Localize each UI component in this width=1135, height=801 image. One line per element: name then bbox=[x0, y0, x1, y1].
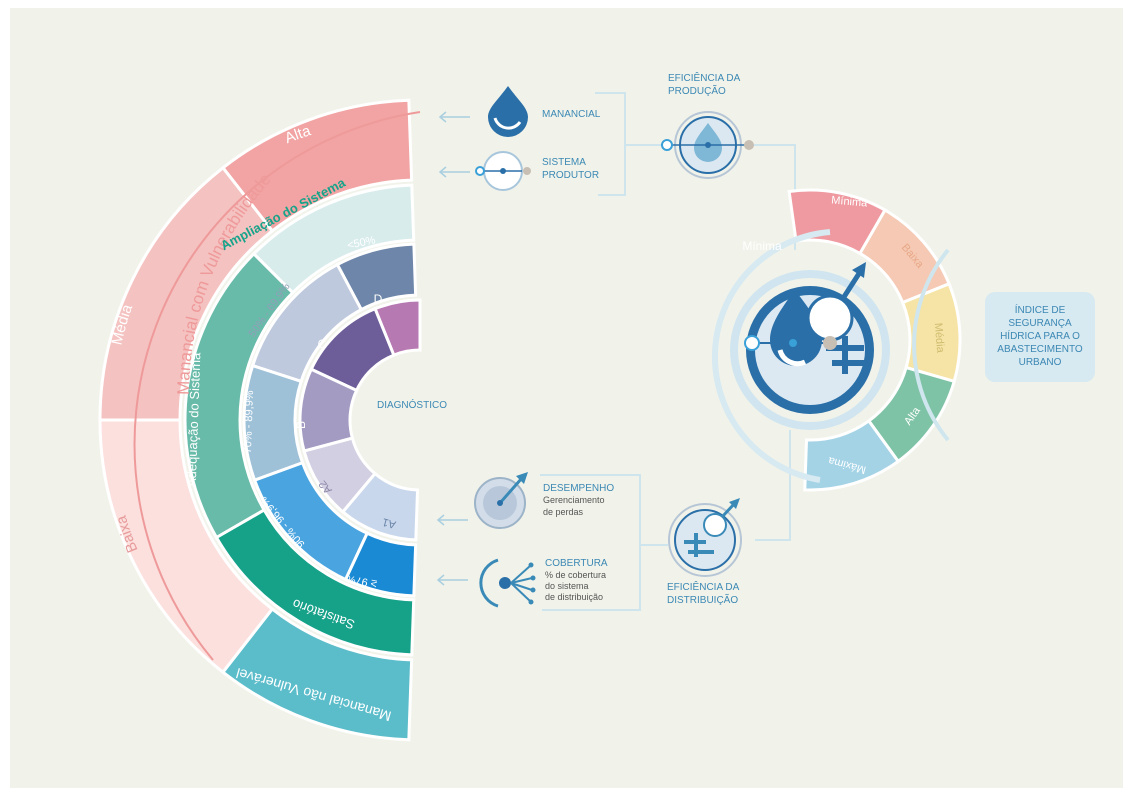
class-label-d: D bbox=[374, 292, 383, 306]
class-segment-a1 bbox=[340, 471, 420, 542]
cobertura-icon bbox=[479, 558, 536, 608]
outer-segment-media bbox=[98, 165, 275, 422]
coverage-segment-lt50 bbox=[335, 242, 418, 312]
diagnostic-title: DIAGNÓSTICO bbox=[377, 398, 447, 411]
index-center-icon bbox=[730, 262, 890, 430]
coverage-label-97: ≥ 97% bbox=[345, 572, 378, 589]
system-segment-adequacao bbox=[183, 251, 295, 540]
index-segment-maxima bbox=[803, 418, 901, 492]
outer-vulnerability-arc bbox=[133, 111, 421, 661]
pointer-arrows bbox=[436, 111, 470, 586]
coverage-segment-70 bbox=[242, 363, 305, 483]
manancial-icon bbox=[488, 86, 528, 137]
eficiencia-distribuicao-icon bbox=[668, 498, 742, 577]
outer-segment-alta bbox=[220, 98, 414, 233]
coverage-label-70: 70% - 89,9% bbox=[242, 390, 256, 454]
coverage-segment-50 bbox=[250, 262, 364, 384]
class-label-c: C bbox=[318, 337, 327, 351]
index-title-box bbox=[985, 292, 1095, 382]
system-segment-satisfatorio bbox=[214, 507, 416, 657]
segment-label-adequacao: Adequação do Sistema bbox=[184, 352, 204, 488]
coverage-label-lt50: <50% bbox=[346, 234, 377, 252]
outer-segment-nao-vulneravel bbox=[220, 607, 414, 742]
desempenho-title: DESEMPENHO bbox=[543, 483, 614, 494]
class-segment-d bbox=[373, 298, 422, 358]
desempenho-icon bbox=[474, 472, 528, 529]
sistema-produtor-icon bbox=[475, 151, 531, 191]
system-segment-ampliacao bbox=[251, 183, 416, 295]
class-label-b: B bbox=[294, 421, 308, 429]
index-center-label: Mínima bbox=[742, 239, 782, 253]
index-outer-halo bbox=[912, 248, 950, 442]
coverage-segment-90 bbox=[252, 460, 370, 582]
index-level-media: Média bbox=[932, 322, 947, 354]
index-level-minima: Mínima bbox=[831, 194, 869, 209]
class-segment-b bbox=[298, 367, 359, 453]
index-halo bbox=[711, 229, 831, 483]
class-label-a1: A1 bbox=[381, 515, 397, 530]
class-segment-c bbox=[309, 306, 396, 393]
index-segment-media bbox=[900, 281, 962, 384]
cobertura-title: COBERTURA bbox=[545, 558, 608, 569]
rings-group bbox=[98, 98, 422, 742]
outer-segment-baixa bbox=[98, 418, 275, 675]
eficiencia-producao-icon bbox=[661, 111, 754, 179]
manancial-label: MANANCIAL bbox=[542, 109, 601, 120]
coverage-segment-97 bbox=[343, 531, 418, 598]
